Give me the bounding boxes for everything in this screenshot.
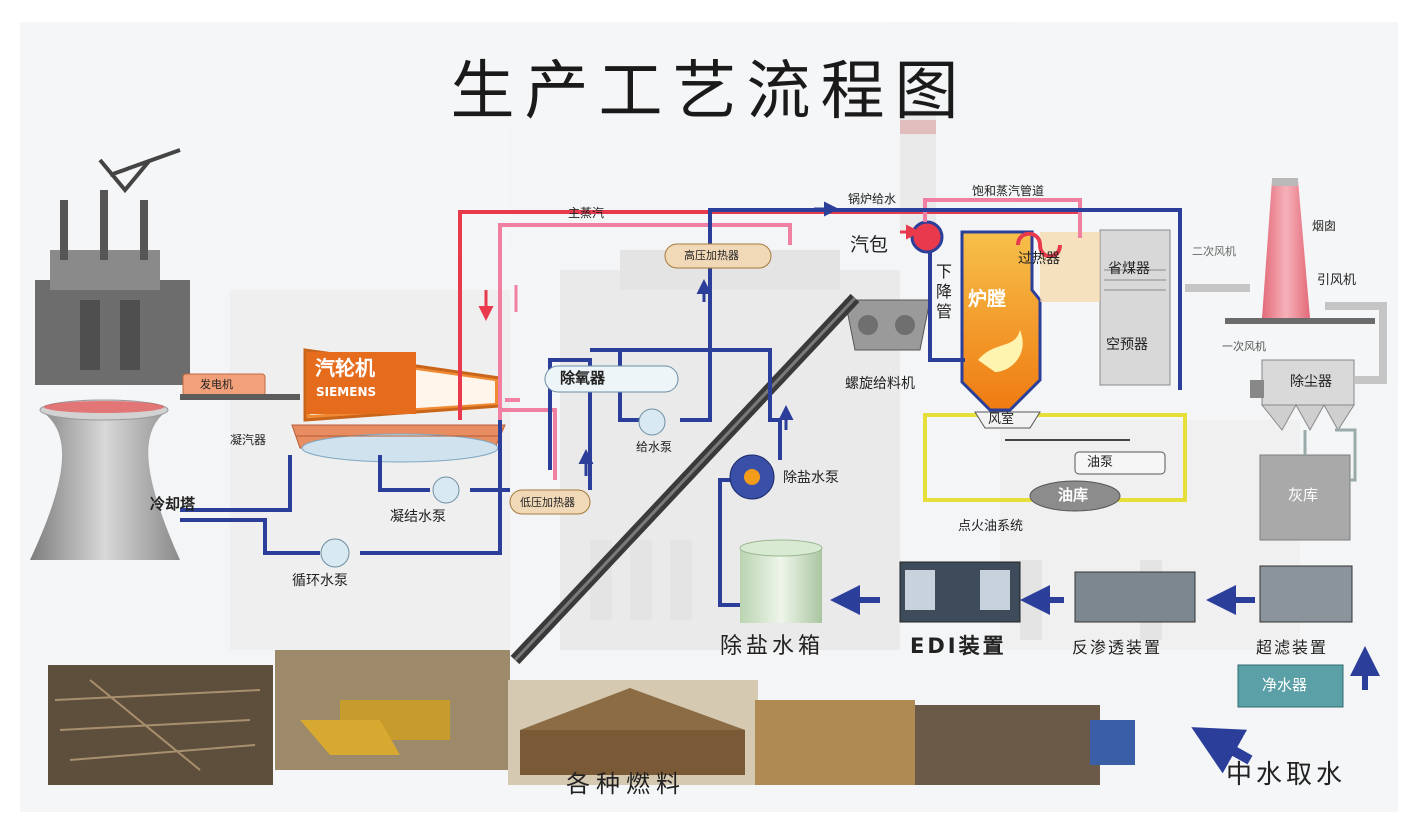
superheater-label: 过热器 <box>1018 251 1060 267</box>
wind-chamber <box>974 411 1041 429</box>
reclaimed-water-label: 中水取水 <box>1226 760 1347 790</box>
circulating-pump-label: 循环水泵 <box>292 573 348 589</box>
turbine <box>303 348 502 422</box>
downcomer-label: 下降管 <box>936 262 953 321</box>
demin-pump-label: 除盐水泵 <box>783 470 839 486</box>
uf-label: 超滤装置 <box>1256 638 1329 657</box>
air-preheater-label: 空预器 <box>1106 337 1148 353</box>
saturated-steam-label: 饱和蒸汽管道 <box>972 184 1045 198</box>
screw-feeder <box>844 299 931 351</box>
lp-heater <box>509 489 591 515</box>
edi-label: EDI装置 <box>910 634 1007 658</box>
wind-chamber-label: 风室 <box>988 412 1015 427</box>
induced-fan-label: 引风机 <box>1317 273 1357 288</box>
oil-pump <box>1074 451 1166 475</box>
steam-drum <box>910 220 944 254</box>
deaerator <box>544 365 679 393</box>
condensate-pump <box>432 476 460 504</box>
cooling-tower <box>30 399 180 560</box>
secondary-fan-label: 二次风机 <box>1192 245 1236 258</box>
page-title: 生产工艺流程图 <box>450 55 969 129</box>
ro-unit <box>1074 571 1196 623</box>
fuel-piles <box>48 650 1135 785</box>
turbine-brand: SIEMENS <box>316 385 377 399</box>
substation-icon <box>35 148 190 385</box>
oil-depot-label: 油库 <box>1058 486 1089 504</box>
oil-depot <box>1029 480 1121 512</box>
lp-heater-label: 低压加热器 <box>520 496 575 509</box>
dust-collector-label: 除尘器 <box>1290 374 1332 390</box>
chimney-label: 烟囱 <box>1312 219 1337 233</box>
ro-label: 反渗透装置 <box>1072 638 1163 657</box>
hp-heater-label: 高压加热器 <box>684 249 739 262</box>
drum-label: 汽包 <box>850 234 889 256</box>
primary-fan-label: 一次风机 <box>1222 340 1266 353</box>
feed-pump <box>638 408 666 436</box>
cooling-tower-label: 冷却塔 <box>150 495 196 513</box>
furnace-label: 炉膛 <box>968 288 1007 310</box>
deaerator-label: 除氧器 <box>560 369 606 387</box>
chimney <box>1262 178 1310 318</box>
main-steam-label: 主蒸汽 <box>568 206 605 220</box>
purifier <box>1237 664 1344 708</box>
feed-pump-label: 给水泵 <box>636 440 673 454</box>
turbine-label: 汽轮机 <box>315 356 375 380</box>
screw-feeder-label: 螺旋给料机 <box>845 376 915 392</box>
oil-pump-label: 油泵 <box>1087 455 1114 470</box>
condensate-pump-label: 凝结水泵 <box>390 509 446 525</box>
boiler <box>960 229 1171 412</box>
demin-tank-label: 除盐水箱 <box>720 634 825 659</box>
ignition-oil-label: 点火油系统 <box>958 519 1024 534</box>
hp-heater <box>664 243 772 269</box>
economizer-label: 省煤器 <box>1108 261 1150 277</box>
generator-label: 发电机 <box>200 378 233 391</box>
uf-unit <box>1259 565 1353 623</box>
fuels-label: 各种燃料 <box>566 770 686 798</box>
demin-tank <box>739 539 823 623</box>
condenser <box>291 424 506 463</box>
dust-collector <box>1250 359 1355 432</box>
boiler-feed-label: 锅炉给水 <box>848 192 897 206</box>
ash-silo-label: 灰库 <box>1288 486 1319 504</box>
purifier-label: 净水器 <box>1262 676 1308 694</box>
condenser-label: 凝汽器 <box>230 433 267 447</box>
ash-silo <box>1259 454 1351 541</box>
ignition-oil-line <box>923 413 1187 502</box>
circulating-pump <box>320 538 350 568</box>
